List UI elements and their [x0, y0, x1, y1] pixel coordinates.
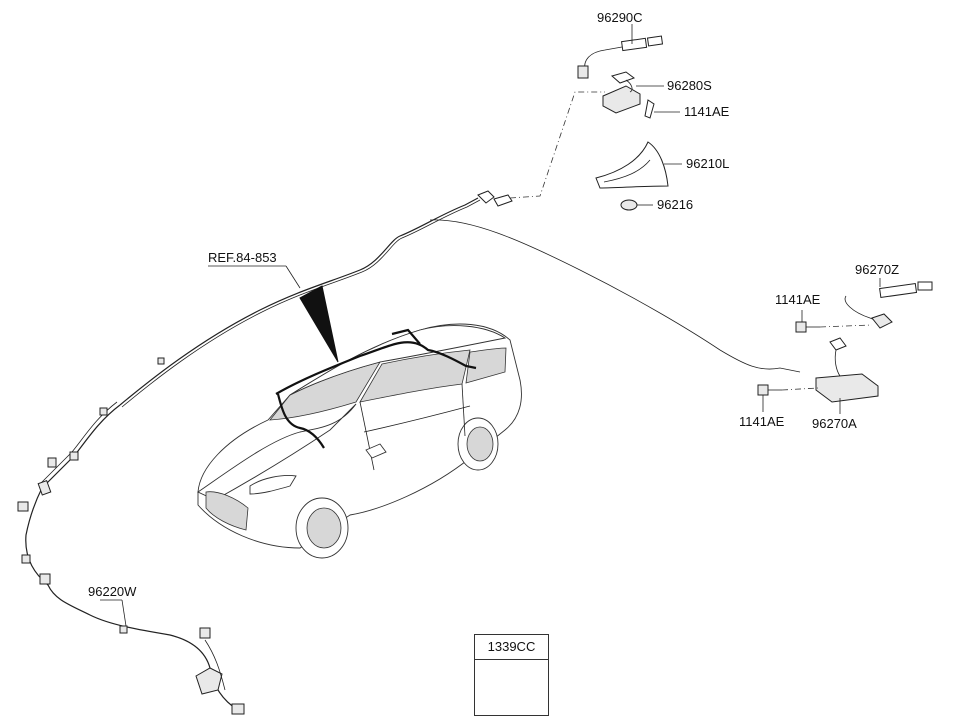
car-illustration — [197, 285, 522, 559]
label-1141AE-low: 1141AE — [739, 414, 785, 429]
label-96210L: 96210L — [686, 156, 729, 171]
part-96290C — [577, 35, 664, 79]
label-96216: 96216 — [657, 197, 693, 212]
label-1339CC: 1339CC — [475, 635, 548, 660]
label-96270A: 96270A — [812, 416, 857, 431]
bolt-1141AE-mid — [795, 321, 820, 333]
label-96270Z: 96270Z — [855, 262, 899, 277]
roof-cable — [119, 91, 801, 408]
label-1141AE-top: 1141AE — [684, 104, 730, 119]
part-96210L — [595, 141, 669, 189]
label-96290C: 96290C — [597, 10, 643, 25]
label-96280S: 96280S — [667, 78, 712, 93]
label-1141AE-mid: 1141AE — [775, 292, 821, 307]
bolt-1141AE-low — [757, 384, 782, 396]
harness-96220W — [17, 357, 245, 715]
part-96270Z — [844, 281, 933, 329]
label-96220W: 96220W — [88, 584, 137, 599]
label-ref: REF.84-853 — [208, 250, 277, 265]
part-box-1339CC: 1339CC — [474, 634, 549, 716]
part-96216 — [620, 199, 638, 211]
part-96270A — [815, 337, 879, 403]
part-96280S — [602, 71, 655, 119]
